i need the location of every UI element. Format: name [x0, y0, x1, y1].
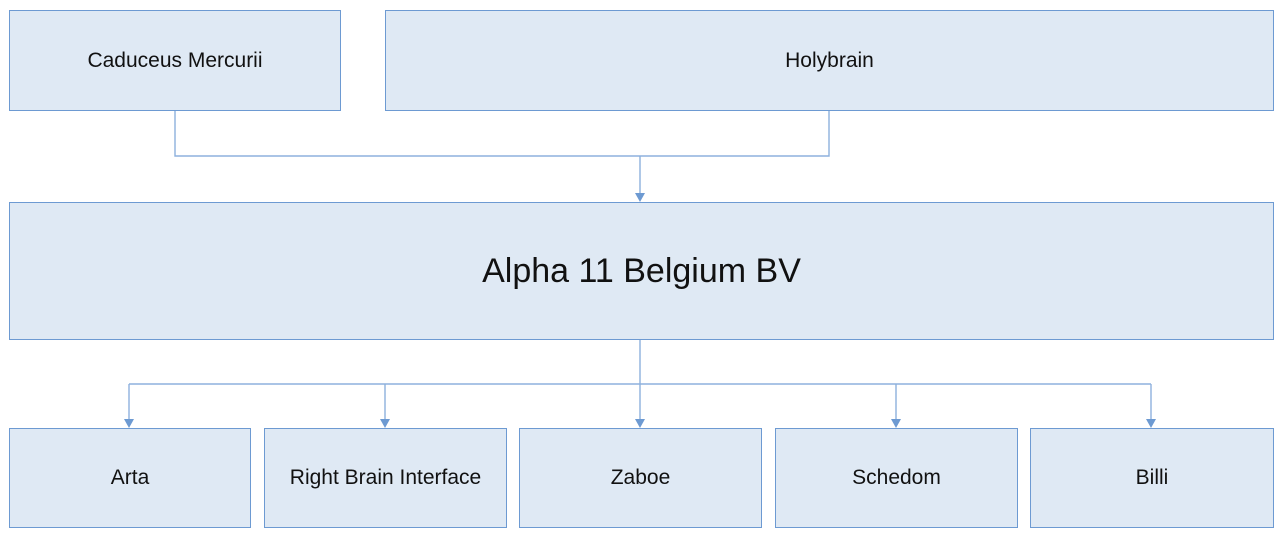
- arrowhead-arta: [124, 419, 134, 428]
- node-label: Right Brain Interface: [289, 466, 482, 489]
- node-label: Billi: [1135, 466, 1169, 489]
- node-billi: Billi: [1030, 428, 1274, 528]
- node-zaboe: Zaboe: [519, 428, 762, 528]
- node-label: Caduceus Mercurii: [87, 48, 263, 72]
- node-alpha-11-belgium-bv: Alpha 11 Belgium BV: [9, 202, 1274, 340]
- node-schedom: Schedom: [775, 428, 1018, 528]
- arrowhead-billi: [1146, 419, 1156, 428]
- connector-caduceus-to-center: [174, 111, 640, 157]
- node-holybrain: Holybrain: [385, 10, 1274, 111]
- node-label: Schedom: [852, 466, 941, 489]
- node-label: Holybrain: [785, 48, 874, 72]
- node-label: Arta: [110, 466, 150, 489]
- node-right-brain-interface: Right Brain Interface: [264, 428, 507, 528]
- arrowhead-rbi: [380, 419, 390, 428]
- node-arta: Arta: [9, 428, 251, 528]
- arrowhead-center: [635, 193, 645, 202]
- node-label: Zaboe: [610, 466, 671, 489]
- arrowhead-schedom: [891, 419, 901, 428]
- connector-holybrain-to-center: [640, 111, 830, 157]
- node-caduceus-mercurii: Caduceus Mercurii: [9, 10, 341, 111]
- node-label: Alpha 11 Belgium BV: [482, 251, 801, 290]
- arrowhead-zaboe: [635, 419, 645, 428]
